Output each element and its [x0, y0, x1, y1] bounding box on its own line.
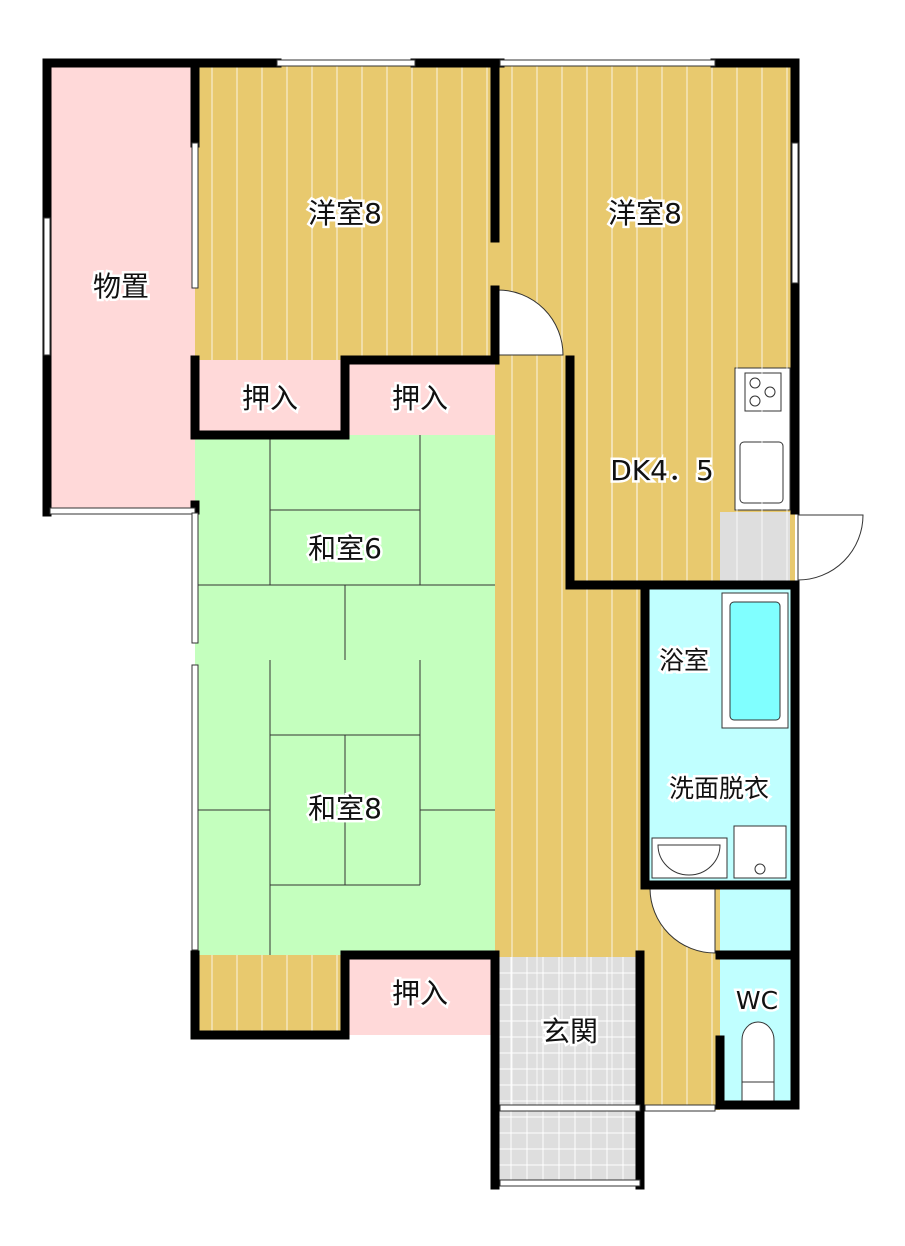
- tatami-lines: [195, 435, 495, 955]
- room-label-western-left: 洋室8: [308, 197, 382, 230]
- washing-machine-icon: [733, 825, 787, 879]
- room-label-closet-2: 押入: [392, 382, 448, 415]
- walls: [42, 58, 800, 1190]
- storage-floor: [47, 63, 195, 512]
- closet-2-floor: [345, 360, 495, 435]
- room-label-western-right: 洋室8: [608, 197, 682, 230]
- entrance-floor: [495, 957, 640, 1185]
- room-label-japanese-8: 和室8: [308, 792, 382, 825]
- door-swing-icon: [497, 289, 564, 356]
- door-swing-icon: [797, 514, 864, 581]
- room-label-japanese-6: 和室6: [308, 532, 382, 565]
- room-label-wc: WC: [736, 986, 778, 1015]
- door-swing-icon: [649, 887, 716, 954]
- stove-icon: [744, 372, 782, 412]
- kitchen-tile: [720, 512, 790, 582]
- alcove-floor: [195, 955, 345, 1035]
- room-label-dk: DK4．5: [610, 454, 714, 487]
- room-label-closet-3: 押入: [392, 977, 448, 1010]
- room-label-bath: 浴室: [659, 646, 709, 675]
- hall-small-floor: [720, 885, 795, 955]
- wood-grain: [211, 63, 788, 1110]
- closet-3-floor: [345, 955, 495, 1035]
- window-frames: [43, 59, 799, 1187]
- western-left-floor: [195, 63, 495, 360]
- room-label-storage: 物置: [93, 270, 149, 303]
- toilet-icon: [741, 1021, 775, 1086]
- closet-1-floor: [195, 360, 345, 435]
- room-label-washroom: 洗面脱衣: [669, 774, 769, 803]
- room-label-entrance: 玄関: [542, 1015, 598, 1048]
- room-label-closet-1: 押入: [242, 382, 298, 415]
